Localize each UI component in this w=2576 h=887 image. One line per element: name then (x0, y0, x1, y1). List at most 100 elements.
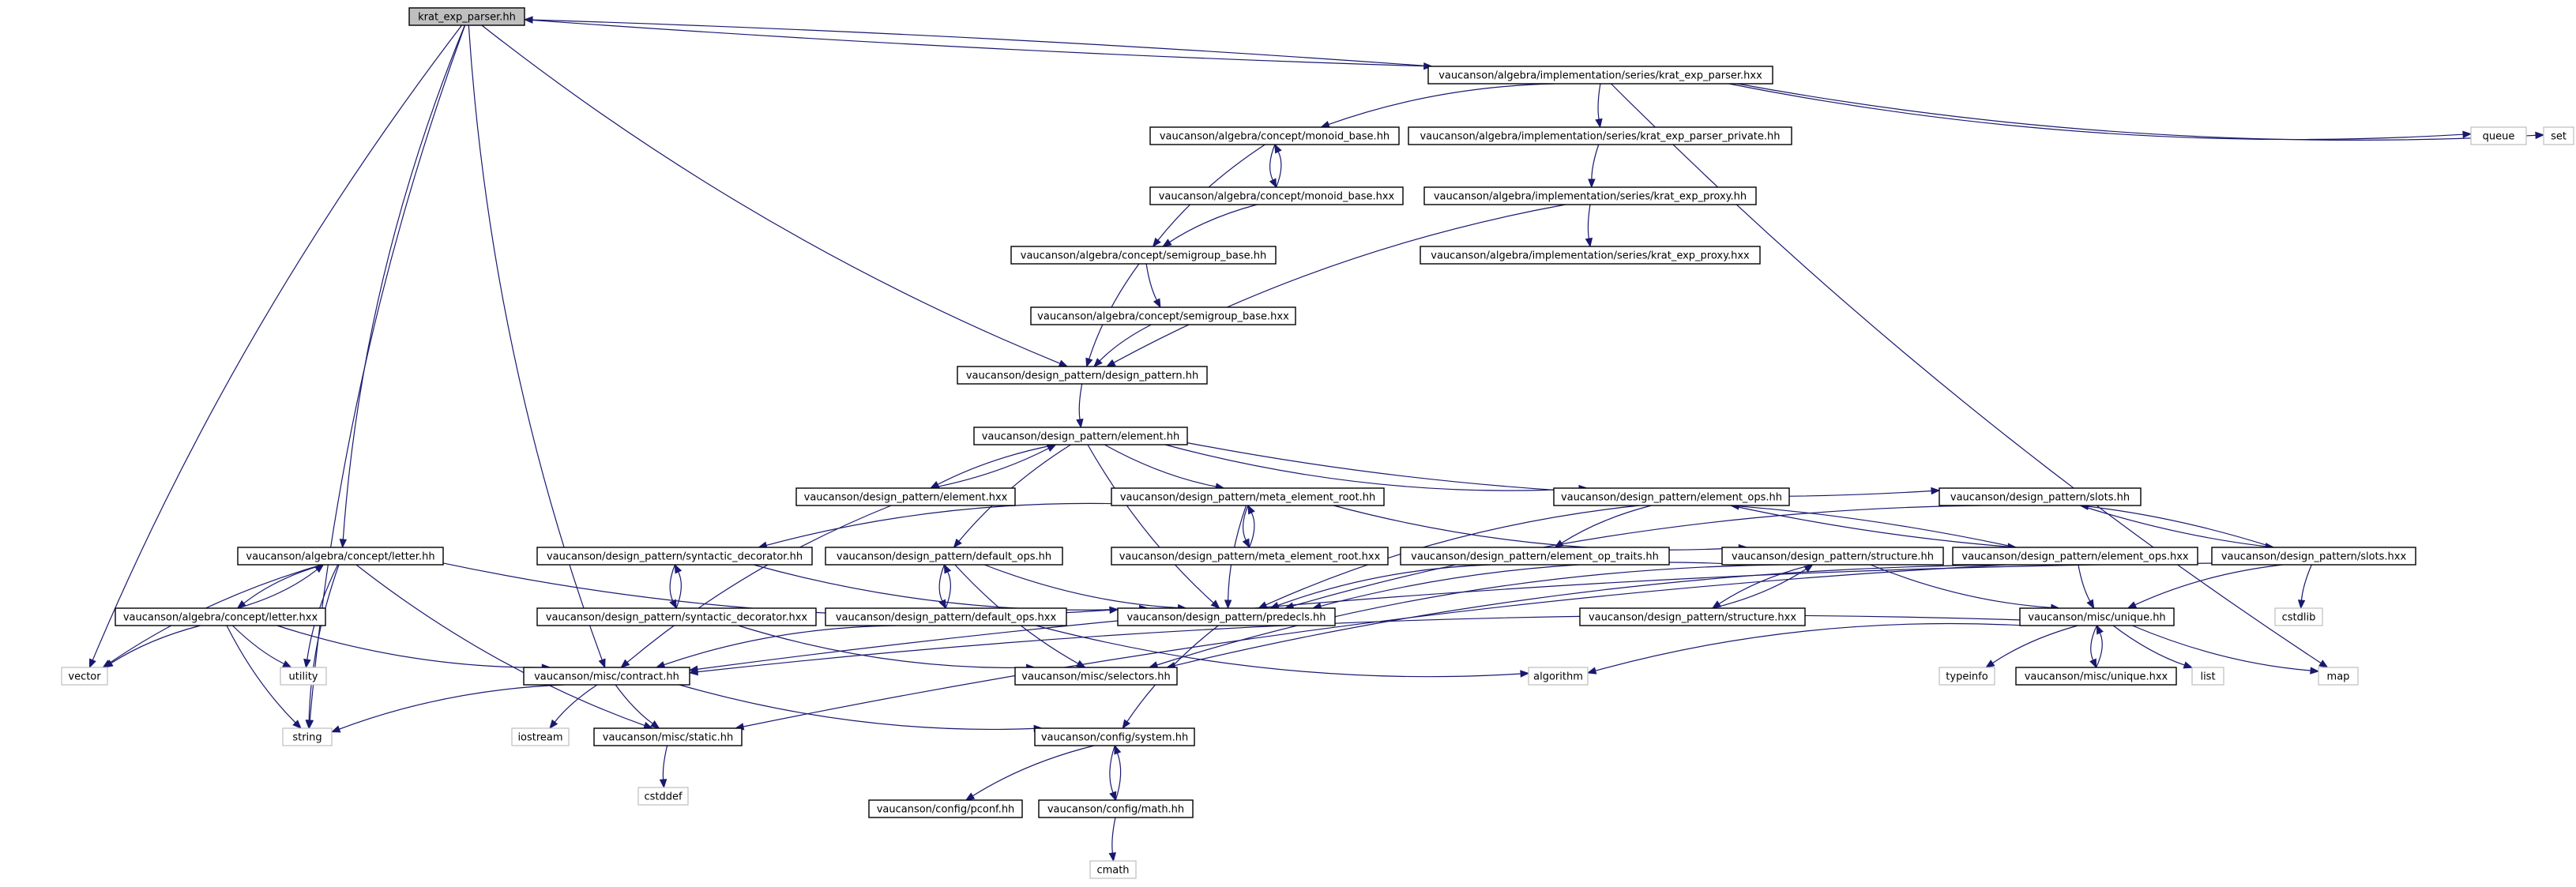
node-label: vaucanson/design_pattern/predecls.hh (1126, 612, 1326, 624)
node-slots_hxx[interactable]: vaucanson/design_pattern/slots.hxx (2211, 547, 2416, 566)
edge-arrowhead (1803, 564, 1814, 573)
node-contract[interactable]: vaucanson/misc/contract.hh (523, 667, 690, 686)
node-iostream: iostream (511, 727, 570, 746)
node-box (1400, 547, 1670, 566)
node-monoid_base_hxx[interactable]: vaucanson/algebra/concept/monoid_base.hx… (1149, 186, 1404, 205)
edge-arrowhead (1114, 744, 1122, 755)
node-monoid_base_hh[interactable]: vaucanson/algebra/concept/monoid_base.hh (1149, 126, 1400, 145)
edge-op_traits-to-predecls (1269, 564, 1491, 609)
node-default_ops_hxx[interactable]: vaucanson/design_pattern/default_ops.hxx (825, 607, 1067, 626)
node-label: vaucanson/design_pattern/slots.hh (1950, 492, 2130, 504)
node-system_hh[interactable]: vaucanson/config/system.hh (1034, 727, 1195, 746)
node-label: vaucanson/misc/selectors.hh (1021, 671, 1170, 683)
node-label: typeinfo (1946, 671, 1987, 683)
node-unique_hxx[interactable]: vaucanson/misc/unique.hxx (2015, 667, 2177, 686)
edge-line (675, 571, 682, 609)
node-label: vaucanson/algebra/implementation/series/… (1438, 70, 1762, 82)
node-typeinfo: typeinfo (1939, 667, 1995, 686)
node-design_pattern[interactable]: vaucanson/design_pattern/design_pattern.… (957, 366, 1208, 385)
node-meta_root_hh[interactable]: vaucanson/design_pattern/meta_element_ro… (1111, 487, 1385, 506)
node-semigroup_hxx[interactable]: vaucanson/algebra/concept/semigroup_base… (1030, 306, 1296, 325)
edge-line (697, 615, 2021, 673)
edge-root-to-vector (88, 24, 463, 669)
edge-line (1718, 564, 1813, 605)
node-box (825, 547, 1063, 566)
node-default_ops_hh[interactable]: vaucanson/design_pattern/default_ops.hh (825, 547, 1063, 566)
node-label: iostream (517, 732, 562, 744)
edge-line (1712, 568, 1807, 609)
node-element_ops_hh[interactable]: vaucanson/design_pattern/element_ops.hh (1553, 487, 1790, 506)
node-selectors[interactable]: vaucanson/misc/selectors.hh (1014, 667, 1178, 686)
node-op_traits[interactable]: vaucanson/design_pattern/element_op_trai… (1400, 547, 1670, 566)
edge-slots_hxx-to-cstdlib (2297, 564, 2312, 610)
node-label: vaucanson/design_pattern/element.hh (982, 431, 1180, 443)
node-structure_hxx[interactable]: vaucanson/design_pattern/structure.hxx (1579, 607, 1806, 626)
node-label: set (2551, 131, 2567, 143)
edge-element_hh-to-element_ops_hh (1164, 444, 1589, 493)
edge-letter_hxx-to-vector (103, 625, 201, 668)
node-label: vaucanson/design_pattern/default_ops.hh (837, 551, 1051, 563)
node-queue: queue (2470, 126, 2527, 145)
edge-contract-to-static_hh (615, 684, 660, 729)
node-letter_hxx[interactable]: vaucanson/algebra/concept/letter.hxx (115, 607, 326, 626)
node-parser_hxx[interactable]: vaucanson/algebra/implementation/series/… (1427, 66, 1773, 85)
node-synt_hh[interactable]: vaucanson/design_pattern/syntactic_decor… (536, 547, 813, 566)
edge-parser_private-to-proxy_hh (1588, 144, 1600, 189)
edge-line (937, 444, 1056, 485)
node-math_hh[interactable]: vaucanson/config/math.hh (1038, 799, 1194, 818)
node-label: vector (68, 671, 101, 683)
node-label: vaucanson/design_pattern/syntactic_decor… (546, 612, 808, 624)
node-semigroup_hh[interactable]: vaucanson/algebra/concept/semigroup_base… (1010, 246, 1277, 265)
node-structure_hh[interactable]: vaucanson/design_pattern/structure.hh (1721, 547, 1944, 566)
node-proxy_hh[interactable]: vaucanson/algebra/implementation/series/… (1423, 186, 1757, 205)
edge-arrowhead (1152, 237, 1161, 248)
node-box (2274, 607, 2323, 626)
node-label: cstddef (644, 791, 683, 803)
edge-letter_hh-to-static_hh (355, 564, 653, 729)
edge-line (1728, 83, 2464, 141)
edge-line (1597, 83, 1601, 120)
node-label: vaucanson/misc/unique.hxx (2025, 671, 2168, 683)
node-slots_hh[interactable]: vaucanson/design_pattern/slots.hh (1939, 487, 2142, 506)
edge-structure_hh-to-structure_hxx (1711, 564, 1813, 609)
node-label: vaucanson/design_pattern/slots.hxx (2221, 551, 2407, 563)
edge-arrowhead (2535, 131, 2545, 140)
edge-root-to-letter_hh (339, 24, 465, 549)
node-label: vaucanson/design_pattern/meta_element_ro… (1120, 492, 1375, 504)
node-letter_hh[interactable]: vaucanson/algebra/concept/letter.hh (237, 547, 444, 566)
node-box (637, 787, 689, 806)
node-static_hh[interactable]: vaucanson/misc/static.hh (593, 727, 743, 746)
node-predecls[interactable]: vaucanson/design_pattern/predecls.hh (1117, 607, 1336, 626)
node-set: set (2543, 126, 2574, 145)
node-label: vaucanson/design_pattern/meta_element_ro… (1119, 551, 1381, 563)
edge-synt_hh-to-synt_hxx (669, 564, 677, 610)
node-parser_private[interactable]: vaucanson/algebra/implementation/series/… (1408, 126, 1792, 145)
node-unique_hh[interactable]: vaucanson/misc/unique.hh (2019, 607, 2175, 626)
edge-line (743, 564, 2008, 727)
node-pconf[interactable]: vaucanson/config/pconf.hh (868, 799, 1023, 818)
edge-contract-to-system_hh (679, 684, 1044, 733)
node-element_hxx[interactable]: vaucanson/design_pattern/element.hxx (795, 487, 1016, 506)
node-proxy_hxx[interactable]: vaucanson/algebra/implementation/series/… (1420, 246, 1761, 265)
edge-line (2300, 564, 2312, 601)
edge-line (1164, 444, 1580, 491)
nodes-layer: krat_exp_parser.hhvaucanson/algebra/impl… (61, 7, 2574, 879)
edge-line (1265, 505, 1640, 606)
node-element_ops_hxx[interactable]: vaucanson/design_pattern/element_ops.hxx (1952, 547, 2198, 566)
edge-arrowhead (1085, 357, 1093, 368)
edge-arrowhead (1585, 237, 1593, 248)
node-element_hh[interactable]: vaucanson/design_pattern/element.hh (973, 427, 1188, 445)
edge-arrowhead (965, 792, 976, 801)
edge-arrowhead (103, 660, 114, 668)
node-synt_hxx[interactable]: vaucanson/design_pattern/syntactic_decor… (536, 607, 817, 626)
edge-arrowhead (1224, 599, 1232, 610)
edge-parser_hxx-to-set (1737, 83, 2545, 141)
edge-element_hh-to-element_hxx (929, 444, 1056, 489)
node-label: vaucanson/design_pattern/syntactic_decor… (547, 551, 803, 563)
edge-line (2134, 564, 2283, 606)
node-box (957, 366, 1208, 385)
node-meta_root_hxx[interactable]: vaucanson/design_pattern/meta_element_ro… (1111, 547, 1389, 566)
edge-unique_hh-to-list (2112, 625, 2194, 669)
edge-arrowhead (938, 599, 946, 610)
node-label: vaucanson/algebra/concept/semigroup_base… (1021, 250, 1267, 262)
